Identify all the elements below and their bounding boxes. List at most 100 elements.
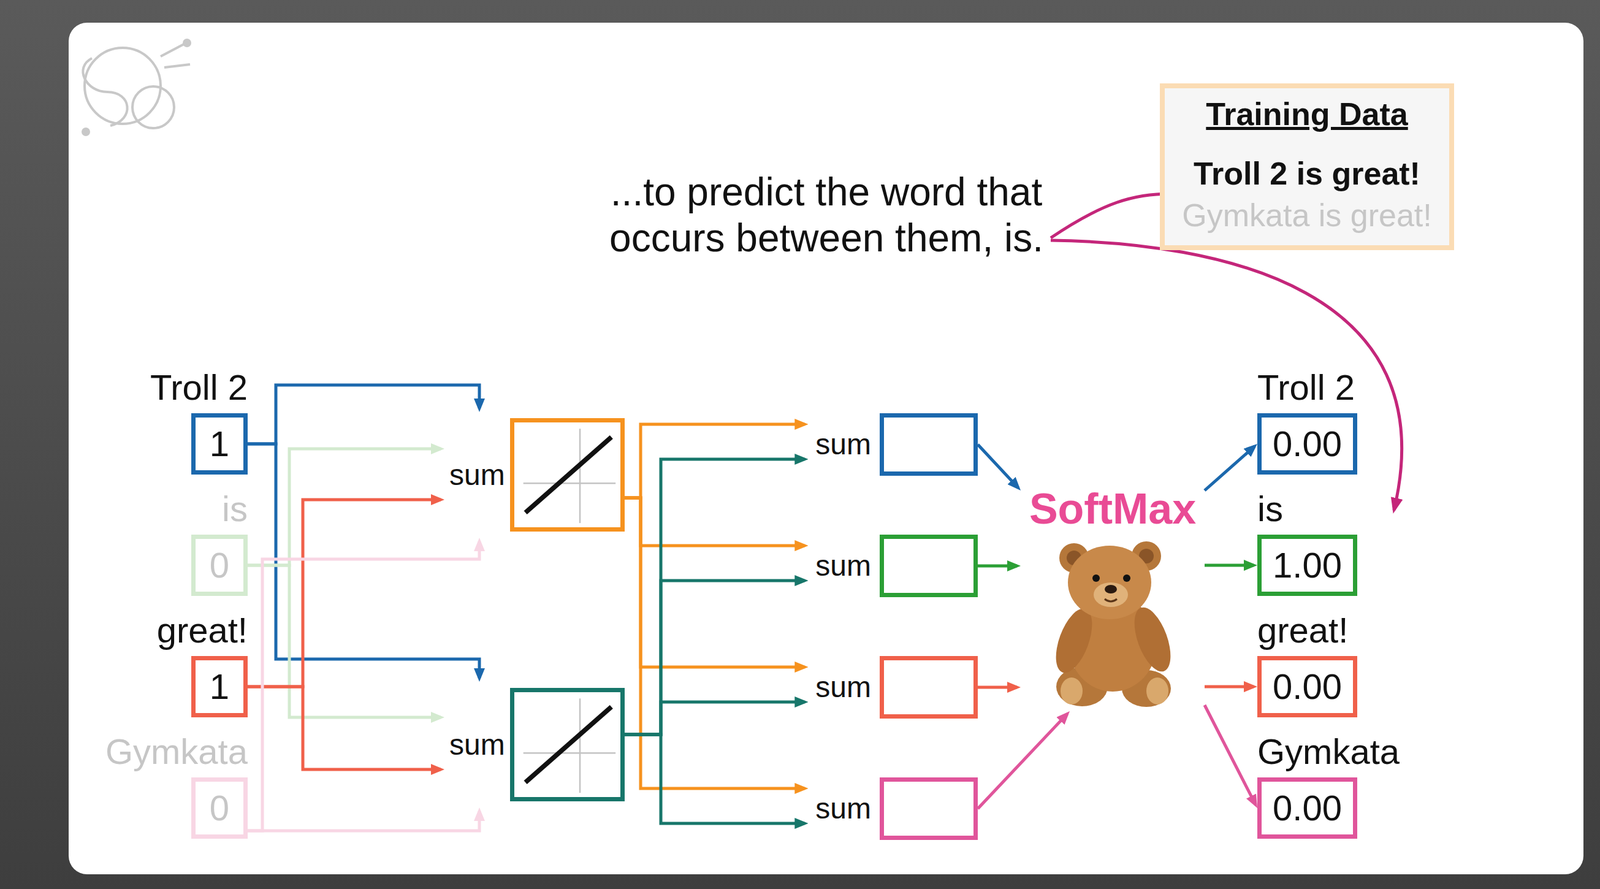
- logo-ring: [132, 86, 175, 129]
- softmax-node: SoftMax: [1020, 484, 1205, 712]
- training-data-box: Training DataTroll 2 is great! Gymkata is…: [1159, 83, 1455, 251]
- graph-axis: [522, 752, 615, 755]
- sum-label: sum: [815, 670, 872, 705]
- connector-arrow: [1204, 563, 1254, 568]
- bear-foot: [1146, 677, 1169, 705]
- input-node: is 0: [191, 488, 248, 596]
- input-node: Troll 2 1: [150, 367, 248, 475]
- sum-output-box: [879, 777, 978, 840]
- connector-arrow: [247, 384, 480, 444]
- value-box: 1: [191, 655, 248, 718]
- sum-label: sum: [815, 427, 872, 462]
- bear-head: [1067, 545, 1152, 620]
- softmax-title: SoftMax: [1020, 484, 1205, 534]
- sum-box: sum: [807, 777, 978, 840]
- sum-label: sum: [449, 457, 506, 493]
- connector-arrow: [247, 448, 441, 566]
- callout-text: ...to predict the word that occurs betwe…: [599, 169, 1054, 262]
- value-box: 0.00: [1257, 777, 1358, 839]
- logo-swirl: [82, 58, 127, 126]
- bear-nose: [1104, 584, 1117, 594]
- sum-box: sum: [807, 655, 978, 719]
- graph-axis: [578, 428, 581, 523]
- graph-axis: [578, 698, 581, 793]
- training-sentence: Troll 2 is great!: [1164, 155, 1450, 192]
- value-box: 0.00: [1257, 655, 1358, 718]
- sum-label: sum: [815, 548, 872, 583]
- connector-arrow: [977, 713, 1068, 809]
- connector-arrow: [624, 497, 805, 667]
- sum-box: sum: [807, 534, 978, 598]
- connector-arrow: [624, 734, 805, 824]
- word-label: great!: [1257, 609, 1349, 651]
- sum-output-box: [879, 534, 978, 598]
- connector-arrow: [624, 701, 805, 735]
- activation-node: sum: [444, 681, 625, 808]
- value-number: 1.00: [1272, 544, 1342, 586]
- activation-node: sum: [444, 411, 625, 538]
- connector-arrow: [1204, 685, 1254, 689]
- bear-snout: [1093, 582, 1128, 607]
- connector-arrow: [1204, 704, 1256, 805]
- connector-arrow: [624, 424, 805, 498]
- connector-arrow: [624, 497, 805, 546]
- bear-mouth: [1104, 598, 1117, 602]
- value-number: 1: [209, 666, 230, 707]
- training-sentence: Gymkata is great!: [1164, 196, 1450, 234]
- value-box: 1: [191, 413, 248, 475]
- connector-arrow: [624, 497, 805, 789]
- connector-arrow: [977, 564, 1018, 568]
- value-box: 1.00: [1257, 534, 1358, 596]
- value-box: 0.00: [1257, 413, 1358, 475]
- connector-arrow: [247, 686, 441, 770]
- input-node: Gymkata 0: [105, 731, 248, 839]
- connector-arrow: [247, 541, 480, 831]
- sum-box: sum: [807, 413, 978, 476]
- identity-line: [525, 706, 612, 783]
- logo-spark: [160, 44, 184, 57]
- sum-output-box: [879, 655, 978, 719]
- word-label: is: [1257, 488, 1284, 530]
- value-number: 0: [209, 787, 230, 829]
- word-label: Gymkata: [1257, 731, 1400, 772]
- connector-arrow: [247, 443, 480, 679]
- sum-label: sum: [815, 791, 872, 826]
- input-node: great! 1: [156, 609, 248, 718]
- value-number: 0.00: [1272, 666, 1342, 707]
- sum-label: sum: [449, 727, 506, 762]
- value-number: 0.00: [1272, 423, 1342, 465]
- value-number: 0: [209, 544, 230, 586]
- value-number: 1: [209, 423, 230, 465]
- activation-graph: [514, 692, 621, 797]
- activation-box: [510, 687, 625, 802]
- connector-arrow: [1204, 446, 1255, 491]
- word-label: great!: [156, 609, 248, 651]
- value-box: 0: [191, 777, 248, 839]
- connector-arrow: [247, 565, 441, 718]
- activation-graph: [514, 422, 621, 528]
- value-box: 0: [191, 534, 248, 596]
- teddy-bear: [1048, 541, 1179, 707]
- output-node: Troll 20.00: [1257, 367, 1358, 475]
- logo-dot: [183, 39, 191, 46]
- bear-foot: [1060, 677, 1083, 705]
- identity-line: [525, 437, 612, 513]
- sum-output-box: [879, 413, 978, 476]
- output-node: great! 0.00: [1257, 609, 1358, 718]
- output-node: Gymkata 0.00: [1257, 731, 1400, 839]
- output-node: is 1.00: [1257, 488, 1358, 596]
- connector-arrow: [624, 580, 805, 735]
- logo-spark: [164, 64, 191, 68]
- word-label: Troll 2: [150, 367, 248, 408]
- connector-arrow: [624, 459, 805, 735]
- bear-arm: [1127, 602, 1179, 677]
- bear-eye: [1092, 574, 1100, 582]
- panel-title: Training Data: [1164, 95, 1450, 133]
- logo-dot: [82, 128, 89, 135]
- word-label: Gymkata: [105, 731, 248, 772]
- word-label: is: [221, 488, 248, 530]
- connector-arrow: [977, 685, 1018, 690]
- connector-arrow: [977, 444, 1019, 488]
- activation-box: [510, 418, 625, 532]
- logo-doodle: [82, 39, 191, 135]
